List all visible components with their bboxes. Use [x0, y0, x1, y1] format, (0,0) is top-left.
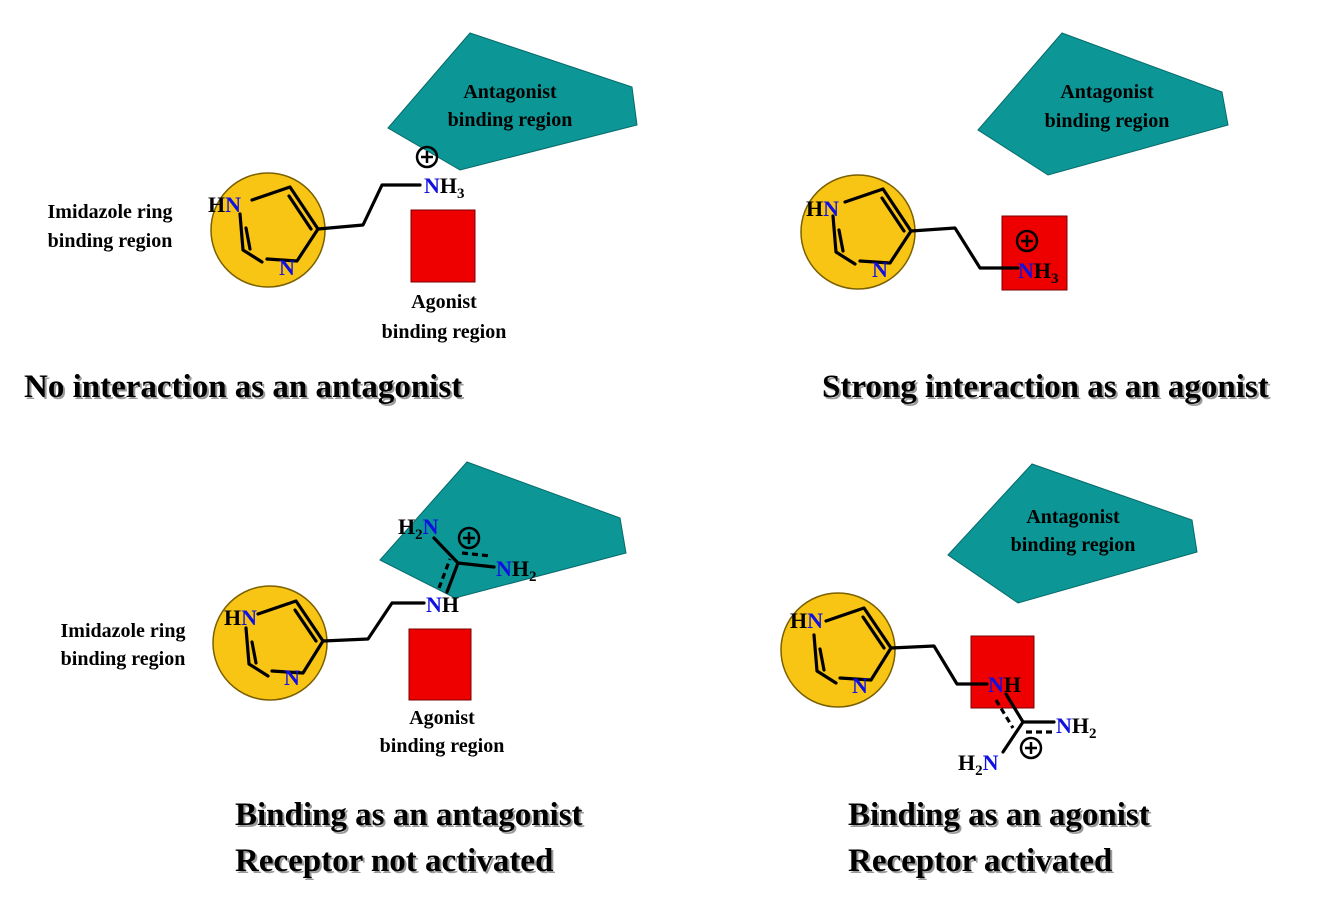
- histamine-molecule: HN N NH3: [208, 145, 465, 280]
- panel-bottom-right: Antagonist binding region HN N NH NH2 H2…: [780, 463, 1198, 881]
- atom-h: HN: [790, 608, 823, 633]
- atom-n: N: [284, 665, 300, 690]
- panel-top-left: Antagonist binding region Imidazole ring…: [24, 32, 638, 407]
- atom-nh2: NH2: [1056, 713, 1097, 742]
- atom-nh: NH: [426, 592, 459, 617]
- antagonist-region-label: Antagonist: [1060, 81, 1154, 103]
- atom-n: N: [279, 255, 295, 280]
- agonist-region-square: [408, 628, 472, 701]
- antagonist-region-label: binding region: [448, 109, 573, 131]
- caption-shadow: Binding as an agonist: [850, 799, 1152, 835]
- atom-h: HN: [806, 196, 839, 221]
- positive-charge-icon: [1019, 736, 1043, 760]
- agonist-region-label: binding region: [380, 735, 505, 757]
- atom-n: N: [852, 673, 868, 698]
- panel-top-right: Antagonist binding region HN N NH3 Stron…: [800, 32, 1271, 407]
- atom-nh3: NH3: [424, 173, 465, 202]
- imidazole-region-circle: [210, 172, 326, 288]
- positive-charge-icon: [1025, 742, 1037, 754]
- atom-nh2: NH2: [496, 556, 537, 585]
- positive-charge-icon: [415, 145, 439, 169]
- antagonist-region-shape: [947, 463, 1198, 604]
- guanidine-molecule: HN N NH NH2 H2N: [224, 514, 537, 690]
- positive-charge-icon: [463, 532, 475, 544]
- imidazole-region-label: Imidazole ring: [61, 620, 186, 642]
- antagonist-region-label: Antagonist: [1026, 506, 1120, 528]
- positive-charge-icon: [1021, 235, 1033, 247]
- caption-shadow: Receptor activated: [850, 845, 1114, 881]
- positive-charge-icon: [1015, 229, 1039, 253]
- imidazole-region-label: Imidazole ring: [48, 201, 173, 223]
- panel-caption: No interaction as an antagonist: [24, 369, 462, 405]
- caption-shadow: Binding as an antagonist: [237, 799, 585, 835]
- panel-caption: Receptor not activated: [235, 843, 553, 879]
- guanidine-molecule: HN N NH NH2 H2N: [790, 606, 1097, 779]
- agonist-region-square: [970, 635, 1035, 709]
- positive-charge-icon: [421, 151, 433, 163]
- panel-caption: Binding as an agonist: [848, 797, 1150, 833]
- atom-h: HN: [208, 192, 241, 217]
- agonist-region-square: [410, 209, 476, 283]
- atom-h2n: H2N: [958, 750, 999, 779]
- atom-n: N: [872, 257, 888, 282]
- antagonist-region-shape: [977, 32, 1229, 176]
- antagonist-region-label: binding region: [1045, 110, 1170, 132]
- antagonist-region-label: Antagonist: [463, 81, 557, 103]
- panel-bottom-left: Imidazole ring binding region Agonist bi…: [61, 461, 627, 881]
- caption-shadow: No interaction as an antagonist: [26, 371, 464, 407]
- agonist-region-label: binding region: [382, 321, 507, 343]
- histamine-molecule: HN N NH3: [806, 187, 1059, 287]
- antagonist-region-shape: [387, 32, 638, 171]
- panel-caption: Receptor activated: [848, 843, 1112, 879]
- antagonist-region-shape: [379, 461, 627, 599]
- atom-nh3: NH3: [1018, 258, 1059, 287]
- agonist-region-label: Agonist: [409, 707, 475, 729]
- atom-h2n: H2N: [398, 514, 439, 543]
- imidazole-region-circle: [212, 585, 328, 701]
- panel-caption: Binding as an antagonist: [235, 797, 583, 833]
- atom-h: HN: [224, 605, 257, 630]
- agonist-region-square: [1001, 215, 1068, 291]
- caption-shadow: Strong interaction as an agonist: [824, 371, 1271, 407]
- agonist-region-label: Agonist: [411, 291, 477, 313]
- imidazole-region-label: binding region: [61, 648, 186, 670]
- panel-caption: Strong interaction as an agonist: [822, 369, 1269, 405]
- atom-nh: NH: [988, 672, 1021, 697]
- imidazole-region-label: binding region: [48, 230, 173, 252]
- imidazole-region-circle: [800, 174, 916, 290]
- antagonist-region-label: binding region: [1011, 534, 1136, 556]
- caption-shadow: Receptor not activated: [237, 845, 555, 881]
- positive-charge-icon: [457, 526, 481, 550]
